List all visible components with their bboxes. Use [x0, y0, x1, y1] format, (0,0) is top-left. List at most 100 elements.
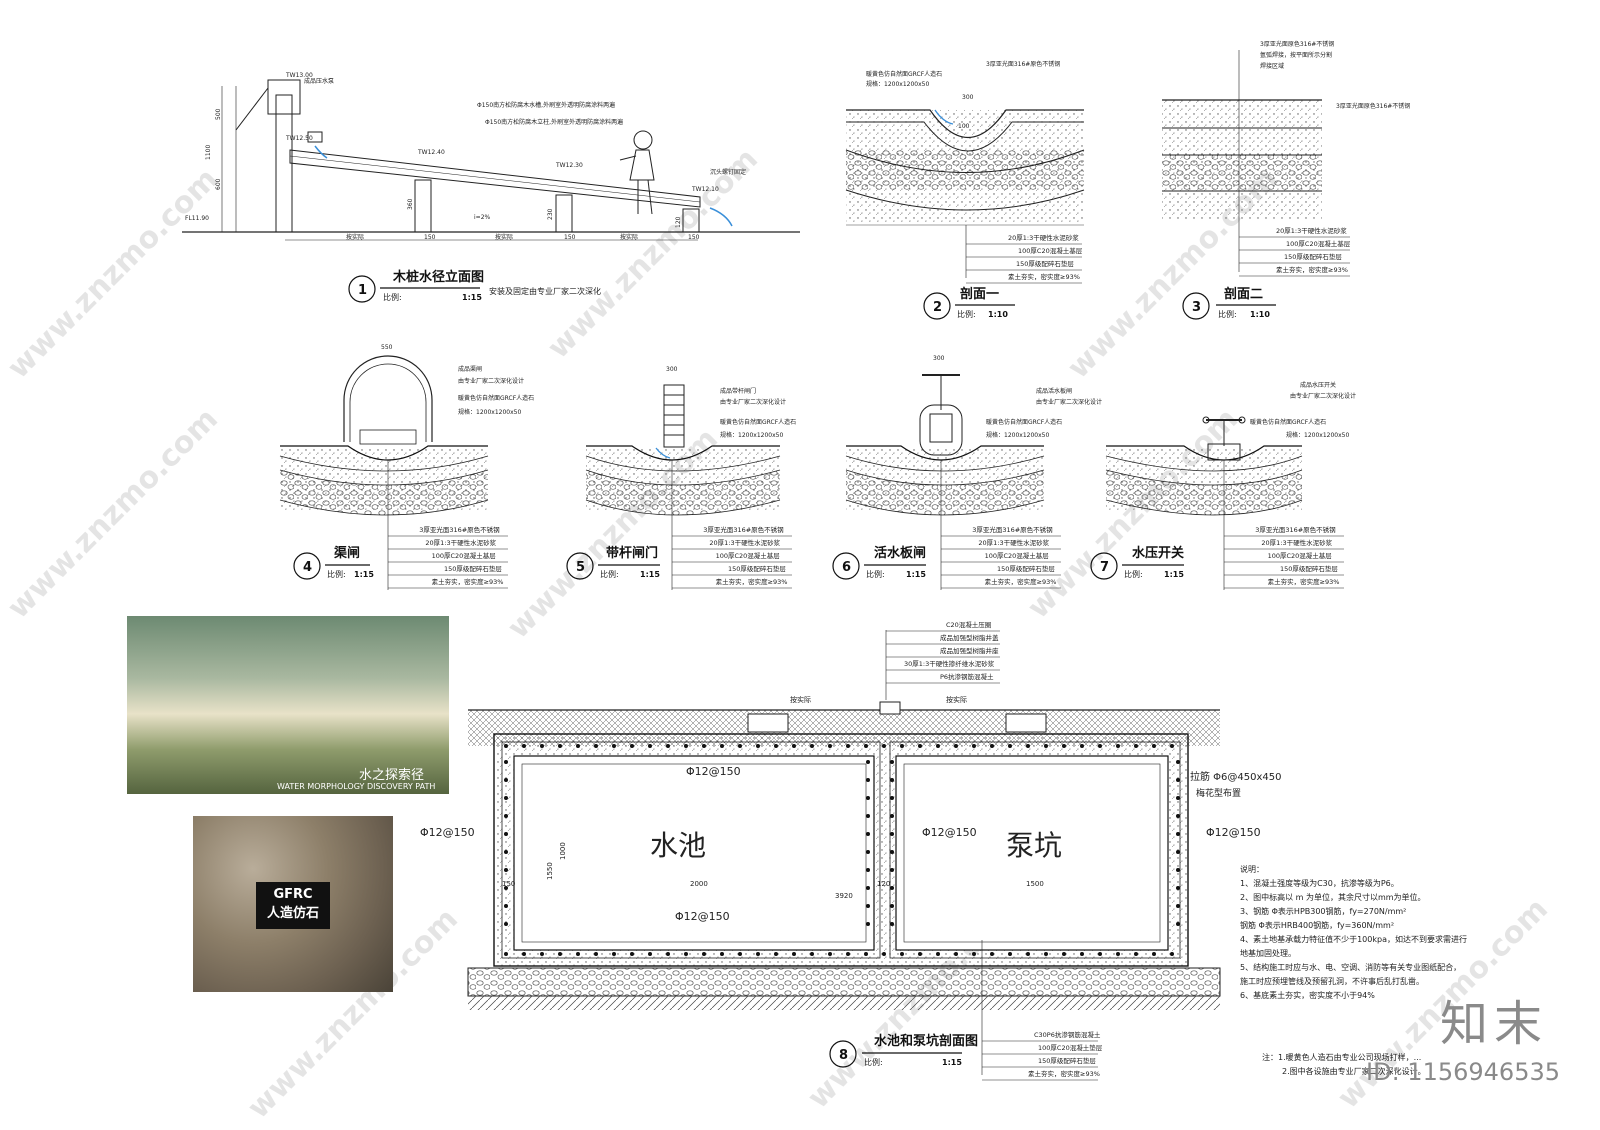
- rebar-dot: [1116, 744, 1120, 748]
- svg-text:剖面一: 剖面一: [960, 286, 999, 302]
- rebar-dot: [954, 744, 958, 748]
- rebar-dot: [666, 744, 670, 748]
- svg-text:TW12.10: TW12.10: [691, 186, 719, 193]
- svg-text:2.图中各设施由专业厂家二次深化设计。: 2.图中各设施由专业厂家二次深化设计。: [1282, 1066, 1426, 1076]
- rebar-dot: [594, 952, 598, 956]
- rebar-dot: [702, 952, 706, 956]
- rebar-dot: [1176, 850, 1180, 854]
- photo-subtitle: WATER MORPHOLOGY DISCOVERY PATH: [277, 782, 436, 791]
- svg-text:泵坑: 泵坑: [1006, 829, 1062, 862]
- svg-text:安装及固定由专业厂家二次深化: 安装及固定由专业厂家二次深化: [489, 286, 601, 296]
- rebar-dot: [594, 744, 598, 748]
- layer-label: 素土夯实，密实度≥93%: [985, 577, 1057, 586]
- rebar-dot: [1176, 814, 1180, 818]
- rebar-dot: [1098, 952, 1102, 956]
- rebar-dot: [936, 744, 940, 748]
- svg-text:4: 4: [303, 560, 312, 575]
- layer-label: 100厚C20混凝土基层: [1268, 551, 1333, 560]
- rebar-dot: [666, 952, 670, 956]
- svg-text:拉筋 Φ6@450x450: 拉筋 Φ6@450x450: [1190, 770, 1282, 783]
- notes: 说明： 1、混凝土强度等级为C30，抗渗等级为P6。 2、图中标高以 m 为单位…: [1240, 864, 1467, 1076]
- svg-text:6、基底素土夯实，密实度不小于94%: 6、基底素土夯实，密实度不小于94%: [1240, 990, 1375, 1000]
- ground-section-5: 3厚亚光面316#原色不锈钢20厚1:3干硬性水泥砂浆100厚C20混凝土基层1…: [585, 445, 792, 590]
- rebar-dot: [810, 744, 814, 748]
- svg-text:成品渠闸: 成品渠闸: [458, 365, 482, 373]
- rebar-dot: [504, 832, 508, 836]
- svg-text:1: 1: [358, 283, 367, 298]
- svg-text:比例:: 比例:: [1218, 309, 1237, 319]
- svg-text:由专业厂家二次深化设计: 由专业厂家二次深化设计: [1036, 398, 1102, 406]
- rebar-dot: [504, 952, 508, 956]
- detail-3-section: [1162, 50, 1322, 272]
- rebar-dot: [1152, 952, 1156, 956]
- layer-label: 150厚级配碎石垫层: [444, 564, 502, 573]
- svg-text:5、结构施工时应与水、电、空调、消防等有关专业图纸配合，: 5、结构施工时应与水、电、空调、消防等有关专业图纸配合，: [1240, 962, 1461, 972]
- detail-5-gate: [655, 384, 685, 459]
- rebar-dot: [890, 832, 894, 836]
- svg-text:素土夯实，密实度≥93%: 素土夯实，密实度≥93%: [1028, 1069, 1100, 1078]
- svg-text:1000: 1000: [559, 842, 567, 860]
- svg-text:1500: 1500: [1026, 880, 1044, 888]
- detail-6-gate: [919, 374, 963, 456]
- rebar-dot: [738, 952, 742, 956]
- layer-label: 150厚级配碎石垫层: [1280, 564, 1338, 573]
- svg-text:Φ150南方松防腐木立柱,外刷室外透明防腐涂料两遍: Φ150南方松防腐木立柱,外刷室外透明防腐涂料两遍: [485, 118, 623, 126]
- svg-text:1、混凝土强度等级为C30，抗渗等级为P6。: 1、混凝土强度等级为C30，抗渗等级为P6。: [1240, 878, 1399, 888]
- rebar-dot: [866, 760, 870, 764]
- svg-text:素土夯实，密实度≥93%: 素土夯实，密实度≥93%: [1008, 272, 1080, 281]
- detail-2-title: 2 剖面一 比例: 1:10: [923, 286, 1015, 320]
- svg-text:按实际: 按实际: [346, 233, 364, 241]
- svg-text:1:15: 1:15: [942, 1058, 962, 1067]
- image-id: ID: 1156946535: [1366, 1058, 1560, 1086]
- rebar-dot: [866, 832, 870, 836]
- svg-text:木桩水径立面图: 木桩水径立面图: [392, 269, 484, 285]
- rebar-dot: [882, 952, 886, 956]
- svg-text:150: 150: [688, 234, 700, 241]
- svg-text:水池和泵坑剖面图: 水池和泵坑剖面图: [874, 1033, 978, 1049]
- svg-text:3: 3: [1192, 300, 1201, 315]
- svg-text:1:10: 1:10: [988, 310, 1008, 319]
- rebar-dot: [890, 778, 894, 782]
- rebar-dot: [900, 952, 904, 956]
- svg-text:成品加强型树脂井盖: 成品加强型树脂井盖: [940, 633, 999, 642]
- layer-label: 100厚C20混凝土基层: [432, 551, 497, 560]
- svg-text:150: 150: [502, 880, 515, 888]
- rebar-dot: [890, 850, 894, 854]
- svg-text:规格：1200x1200x50: 规格：1200x1200x50: [458, 408, 521, 416]
- svg-text:钢筋 Φ表示HRB400钢筋，fy=360N/mm²: 钢筋 Φ表示HRB400钢筋，fy=360N/mm²: [1240, 920, 1394, 930]
- svg-text:150厚级配碎石垫层: 150厚级配碎石垫层: [1038, 1056, 1096, 1065]
- svg-text:素土夯实，密实度≥93%: 素土夯实，密实度≥93%: [1276, 265, 1348, 274]
- rebar-dot: [1008, 744, 1012, 748]
- svg-text:按实际: 按实际: [620, 233, 638, 241]
- rebar-dot: [558, 744, 562, 748]
- layer-label: 100厚C20混凝土基层: [985, 551, 1050, 560]
- svg-text:100厚C20混凝土基层: 100厚C20混凝土基层: [1286, 239, 1351, 248]
- brand-logo: 知末: [1439, 996, 1548, 1052]
- detail-3-labels: 3厚亚光面原色316#不锈钢 氩弧焊接，按平面所示分割 焊接区域 3厚亚光面原色…: [1239, 40, 1410, 277]
- svg-text:5: 5: [576, 560, 585, 575]
- svg-text:施工时应预埋管线及预留孔洞，不许事后乱打乱凿。: 施工时应预埋管线及预留孔洞，不许事后乱打乱凿。: [1240, 976, 1424, 986]
- rebar-dot: [1176, 796, 1180, 800]
- svg-text:TW13.00: TW13.00: [285, 72, 313, 79]
- detail-4-gate: [343, 355, 433, 445]
- svg-text:4、素土地基承载力特征值不少于100kpa，如达不到要求需进: 4、素土地基承载力特征值不少于100kpa，如达不到要求需进行: [1240, 934, 1467, 944]
- rebar-dot: [504, 796, 508, 800]
- svg-text:成品压水泵: 成品压水泵: [304, 77, 334, 85]
- svg-text:比例:: 比例:: [957, 309, 976, 319]
- rebar-dot: [504, 744, 508, 748]
- rebar-dot: [1062, 952, 1066, 956]
- rebar-dot: [1062, 744, 1066, 748]
- gfrc-label: GFRC 人造仿石: [256, 882, 330, 929]
- svg-text:3、钢筋 Φ表示HPB300钢筋，fy=270N/mm²: 3、钢筋 Φ表示HPB300钢筋，fy=270N/mm²: [1240, 906, 1406, 916]
- rebar-dot: [866, 850, 870, 854]
- layer-label: 3厚亚光面316#原色不锈钢: [1255, 525, 1336, 534]
- svg-text:1:15: 1:15: [1164, 570, 1184, 579]
- rebar-dot: [1176, 760, 1180, 764]
- rebar-dot: [954, 952, 958, 956]
- detail-7-labels: 成品水压开关 由专业厂家二次深化设计 暖黄色仿自然面GRCF人造石 规格：120…: [1250, 381, 1356, 439]
- rebar-dot: [612, 952, 616, 956]
- rebar-dot: [792, 744, 796, 748]
- rebar-dot: [846, 744, 850, 748]
- rebar-dot: [828, 952, 832, 956]
- rebar-dot: [684, 952, 688, 956]
